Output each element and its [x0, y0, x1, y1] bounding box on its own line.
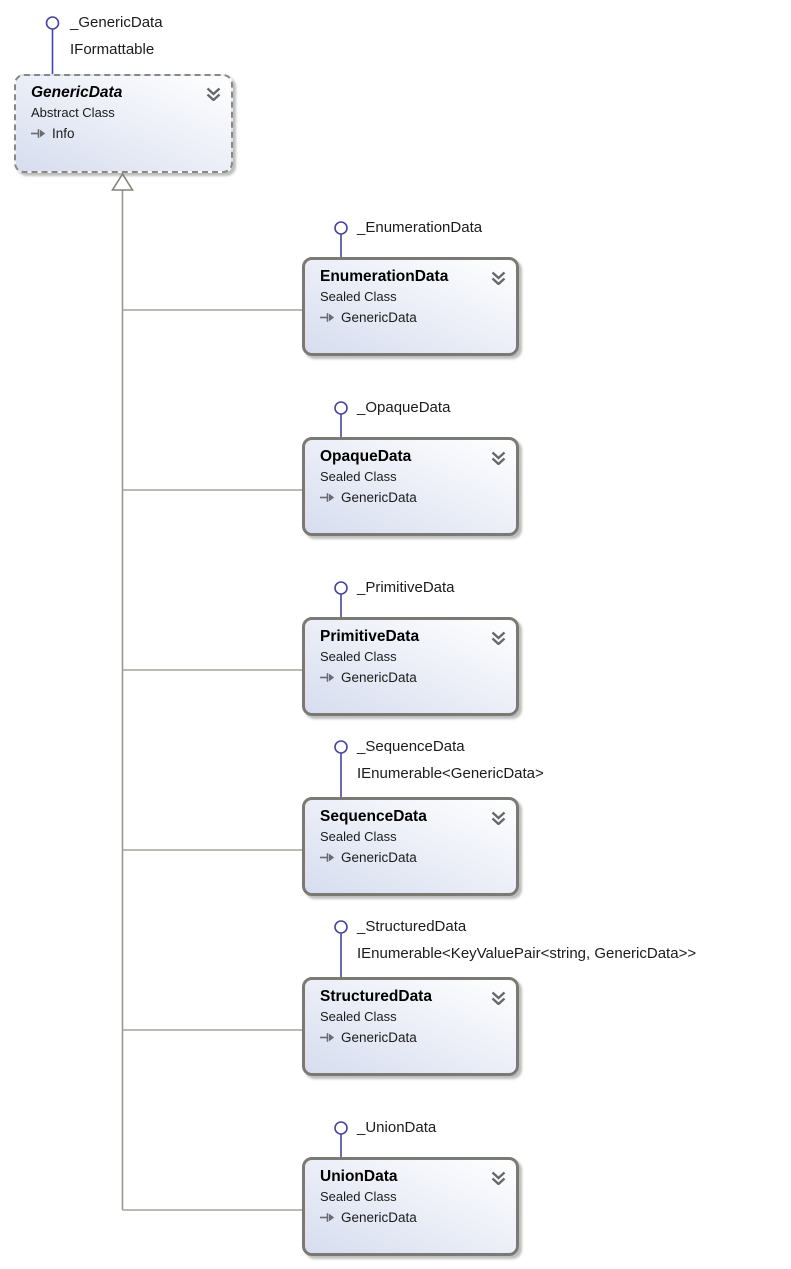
interface-label: _EnumerationData — [357, 219, 483, 236]
member-label: GenericData — [341, 1210, 417, 1225]
member-label: GenericData — [341, 490, 417, 505]
class-stereotype: Sealed Class — [320, 829, 397, 844]
arrow-right-icon — [320, 1032, 335, 1043]
class-node-uniondata[interactable]: UnionData Sealed Class GenericData — [302, 1157, 519, 1256]
class-stereotype: Sealed Class — [320, 1009, 397, 1024]
collapse-chevron-icon[interactable] — [205, 87, 222, 102]
arrow-right-icon — [320, 672, 335, 683]
class-title: SequenceData — [320, 808, 427, 825]
lollipop-icon[interactable] — [334, 581, 348, 595]
class-title: StructuredData — [320, 988, 432, 1005]
class-stereotype: Sealed Class — [320, 649, 397, 664]
class-stereotype: Abstract Class — [31, 105, 115, 120]
arrow-right-icon — [320, 492, 335, 503]
class-title: UnionData — [320, 1168, 398, 1185]
collapse-chevron-icon[interactable] — [490, 1171, 507, 1186]
interface-label: IEnumerable<KeyValuePair<string, Generic… — [357, 945, 697, 962]
class-title: EnumerationData — [320, 268, 449, 285]
interface-label: _UnionData — [357, 1119, 437, 1136]
member-row[interactable]: Info — [16, 126, 231, 141]
arrow-right-icon — [320, 852, 335, 863]
class-stereotype: Sealed Class — [320, 469, 397, 484]
interface-label: IEnumerable<GenericData> — [357, 765, 544, 782]
lollipop-icon[interactable] — [334, 740, 348, 754]
member-label: Info — [52, 126, 75, 141]
member-label: GenericData — [341, 670, 417, 685]
interface-label: _OpaqueData — [357, 399, 451, 416]
class-title: GenericData — [31, 84, 123, 101]
member-label: GenericData — [341, 850, 417, 865]
collapse-chevron-icon[interactable] — [490, 451, 507, 466]
class-node-sequencedata[interactable]: SequenceData Sealed Class GenericData — [302, 797, 519, 896]
lollipop-icon[interactable] — [334, 920, 348, 934]
member-label: GenericData — [341, 310, 417, 325]
interface-label: _GenericData — [70, 14, 163, 31]
class-node-opaquedata[interactable]: OpaqueData Sealed Class GenericData — [302, 437, 519, 536]
class-stereotype: Sealed Class — [320, 1189, 397, 1204]
collapse-chevron-icon[interactable] — [490, 991, 507, 1006]
member-row[interactable]: GenericData — [305, 850, 516, 865]
member-row[interactable]: GenericData — [305, 670, 516, 685]
class-node-primitivedata[interactable]: PrimitiveData Sealed Class GenericData — [302, 617, 519, 716]
collapse-chevron-icon[interactable] — [490, 811, 507, 826]
lollipop-icon[interactable] — [334, 401, 348, 415]
inheritance-triangle-icon — [111, 172, 134, 191]
interface-label: _SequenceData — [357, 738, 465, 755]
lollipop-icon[interactable] — [334, 1121, 348, 1135]
class-title: PrimitiveData — [320, 628, 420, 645]
interface-label: IFormattable — [70, 41, 155, 58]
class-stereotype: Sealed Class — [320, 289, 397, 304]
member-row[interactable]: GenericData — [305, 490, 516, 505]
arrow-right-icon — [31, 128, 46, 139]
collapse-chevron-icon[interactable] — [490, 631, 507, 646]
arrow-right-icon — [320, 1212, 335, 1223]
lollipop-icon[interactable] — [45, 16, 60, 30]
member-label: GenericData — [341, 1030, 417, 1045]
class-node-enumerationdata[interactable]: EnumerationData Sealed Class GenericData — [302, 257, 519, 356]
collapse-chevron-icon[interactable] — [490, 271, 507, 286]
class-node-genericdata[interactable]: GenericData Abstract Class Info — [14, 74, 233, 173]
arrow-right-icon — [320, 312, 335, 323]
member-row[interactable]: GenericData — [305, 1030, 516, 1045]
class-node-structureddata[interactable]: StructuredData Sealed Class GenericData — [302, 977, 519, 1076]
member-row[interactable]: GenericData — [305, 1210, 516, 1225]
interface-label: _StructuredData — [357, 918, 467, 935]
interface-label: _PrimitiveData — [357, 579, 455, 596]
lollipop-icon[interactable] — [334, 221, 348, 235]
class-title: OpaqueData — [320, 448, 412, 465]
member-row[interactable]: GenericData — [305, 310, 516, 325]
